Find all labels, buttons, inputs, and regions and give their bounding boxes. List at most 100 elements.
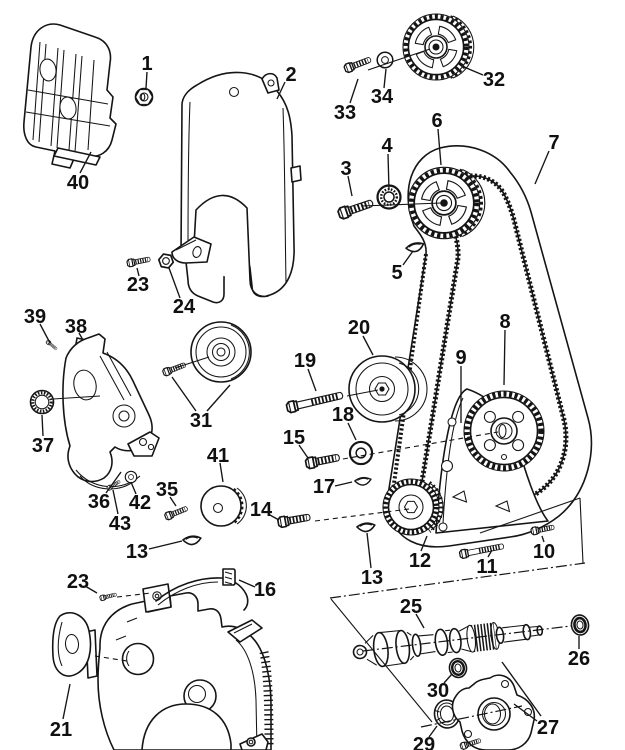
leader-line [387,153,390,191]
axis-and-frame-lines [52,48,586,728]
mounting-bracket [171,236,212,264]
part-23-bolt-upper [127,255,151,267]
part-callout-40: 40 [67,172,89,194]
part-21-gasket [51,612,92,677]
part-callout-13: 13 [361,567,383,589]
part-callout-36: 36 [88,491,110,513]
leader-line [206,384,231,412]
part-33-bolt [343,55,372,73]
part-callout-39: 39 [24,306,46,328]
axis-line [52,395,101,400]
leader-line [238,579,256,588]
axis-line [361,202,442,207]
part-callout-23: 23 [127,274,149,296]
leader-line [501,661,542,717]
leader-line [112,489,119,515]
part-callout-29: 29 [413,734,435,750]
part-callout-13: 13 [126,541,148,563]
part-callout-2: 2 [285,64,296,86]
part-callout-8: 8 [499,311,510,333]
leader-line [307,368,317,392]
part-39-screw [44,338,60,353]
part-callout-5: 5 [391,262,402,284]
part-25-auxiliary-shaft [352,621,544,668]
leader-line [78,332,84,341]
leader-line [105,471,122,494]
leader-line [362,335,374,356]
leader-line [334,481,353,487]
part-34-washer [376,51,394,69]
leader-line [420,535,428,552]
leader-line [347,175,353,197]
part-callout-21: 21 [50,719,72,741]
part-13-key-left [181,534,203,547]
axis-line [479,497,581,534]
leader-line [276,81,286,100]
leader-line [443,673,453,684]
leader-line [437,128,442,166]
part-callout-14: 14 [250,499,273,521]
part-callout-23: 23 [67,571,89,593]
leader-line [62,683,71,720]
part-callout-4: 4 [381,135,393,157]
axis-line [367,48,431,71]
part-26-washer [570,614,590,636]
axis-line [314,508,410,522]
part-callout-3: 3 [340,158,351,180]
part-callout-1: 1 [141,53,152,75]
part-callout-30: 30 [427,680,449,702]
part-callout-25: 25 [400,596,422,618]
leader-line [513,703,538,722]
leader-line [487,549,493,558]
leader-line [534,150,550,185]
part-callout-24: 24 [173,296,196,318]
part-callout-26: 26 [568,648,590,670]
part-callout-7: 7 [548,132,559,154]
part-17-key [353,476,373,487]
axis-line [330,598,433,723]
leader-line [41,414,44,437]
leader-line [169,496,177,507]
part-callout-10: 10 [533,541,555,563]
leader-line [383,68,387,89]
axis-line [362,625,572,652]
leader-line [39,323,51,344]
leader-line [415,613,425,629]
axis-line [116,592,152,598]
part-callout-31: 31 [190,410,212,432]
part-30-seal [448,657,468,679]
leader-line [171,376,197,412]
part-callout-43: 43 [109,513,131,535]
part-32-camshaft-sprocket [403,14,474,80]
part-callout-38: 38 [65,316,87,338]
leader-line [130,481,137,495]
axis-line [420,705,523,728]
leader-line [347,422,357,441]
part-31-bolt [162,361,187,377]
part-callout-42: 42 [129,492,151,514]
part-35-bolt [164,505,189,521]
part-1-nut [134,87,154,107]
part-callout-41: 41 [207,445,229,467]
part-42-washer [124,470,138,484]
part-36-bracket [62,333,160,490]
part-callout-12: 12 [409,550,431,572]
part-callout-18: 18 [332,404,354,426]
part-23-bolt-lower [97,590,119,603]
part-8-crankshaft-sprocket [463,390,545,472]
leader-line [349,78,359,104]
part-5-key [404,240,426,255]
axis-line [174,356,210,369]
leader-line [148,540,183,550]
leader-line [219,462,224,483]
part-14-bolt [277,512,311,528]
part-callout-6: 6 [431,110,442,132]
leader-line [366,532,372,569]
part-13-key-right [355,521,377,534]
part-37-seal [29,389,55,415]
leader-line [463,66,484,76]
part-callout-34: 34 [371,86,394,108]
